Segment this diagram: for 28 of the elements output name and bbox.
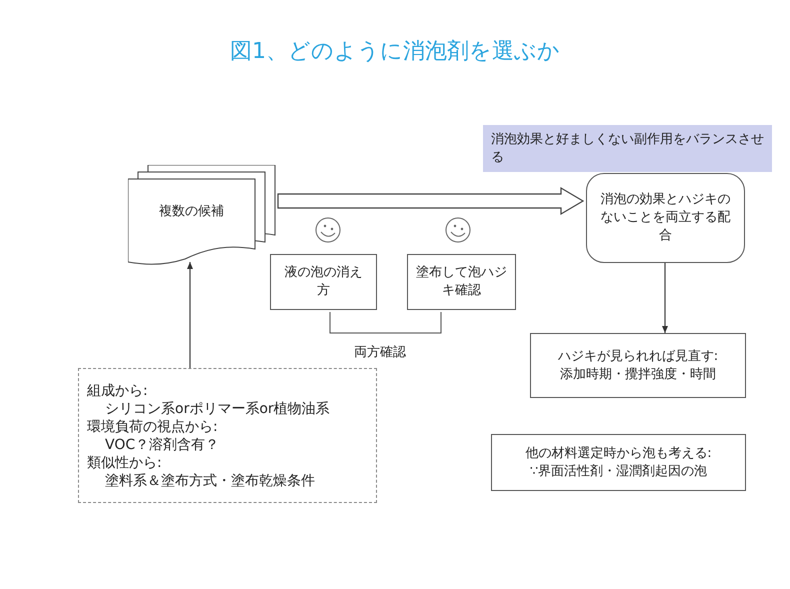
node-text: 添加時期・攪拌強度・時間: [559, 366, 717, 384]
node-text: VOC？溶剤含有？: [104, 436, 220, 454]
node-text: 組成から:: [87, 382, 149, 400]
note-band: [483, 125, 772, 172]
node-text: 塗料系＆塗布方式・塗布乾燥条件: [104, 472, 316, 490]
bracket-label: 両方確認: [354, 344, 406, 361]
node-text: 塗布して泡ハジキ確認: [416, 264, 507, 300]
node-text: ∵界面活性剤・湿潤剤起因の泡: [528, 462, 708, 480]
node-text: シリコン系orポリマー系or植物油系: [104, 400, 331, 418]
rounded-box: [586, 173, 745, 263]
node-text: 液の泡の消え方: [284, 264, 364, 300]
title: 図1、どのように消泡剤を選ぶか: [229, 38, 561, 66]
node-text: 複数の候補: [158, 203, 225, 221]
node-text: 消泡の効果とハジキのないことを両立する配合: [600, 191, 732, 245]
process-box: [270, 254, 377, 310]
node-text: 環境負荷の視点から:: [87, 418, 219, 436]
note-box: [78, 368, 377, 503]
process-box: [407, 254, 516, 310]
arrow: [277, 186, 584, 216]
node-text: ハジキが見られれば見直す:: [556, 348, 720, 366]
arrow: [662, 263, 668, 333]
node-text: 他の材料選定時から泡も考える:: [524, 444, 713, 462]
document-stack: [128, 165, 278, 267]
arrow: [187, 262, 193, 368]
node-text: 消泡効果と好ましくない副作用をバランスさせる: [491, 130, 764, 166]
node-text: 類似性から:: [87, 454, 163, 472]
process-box: [491, 434, 746, 491]
process-box: [530, 333, 746, 398]
